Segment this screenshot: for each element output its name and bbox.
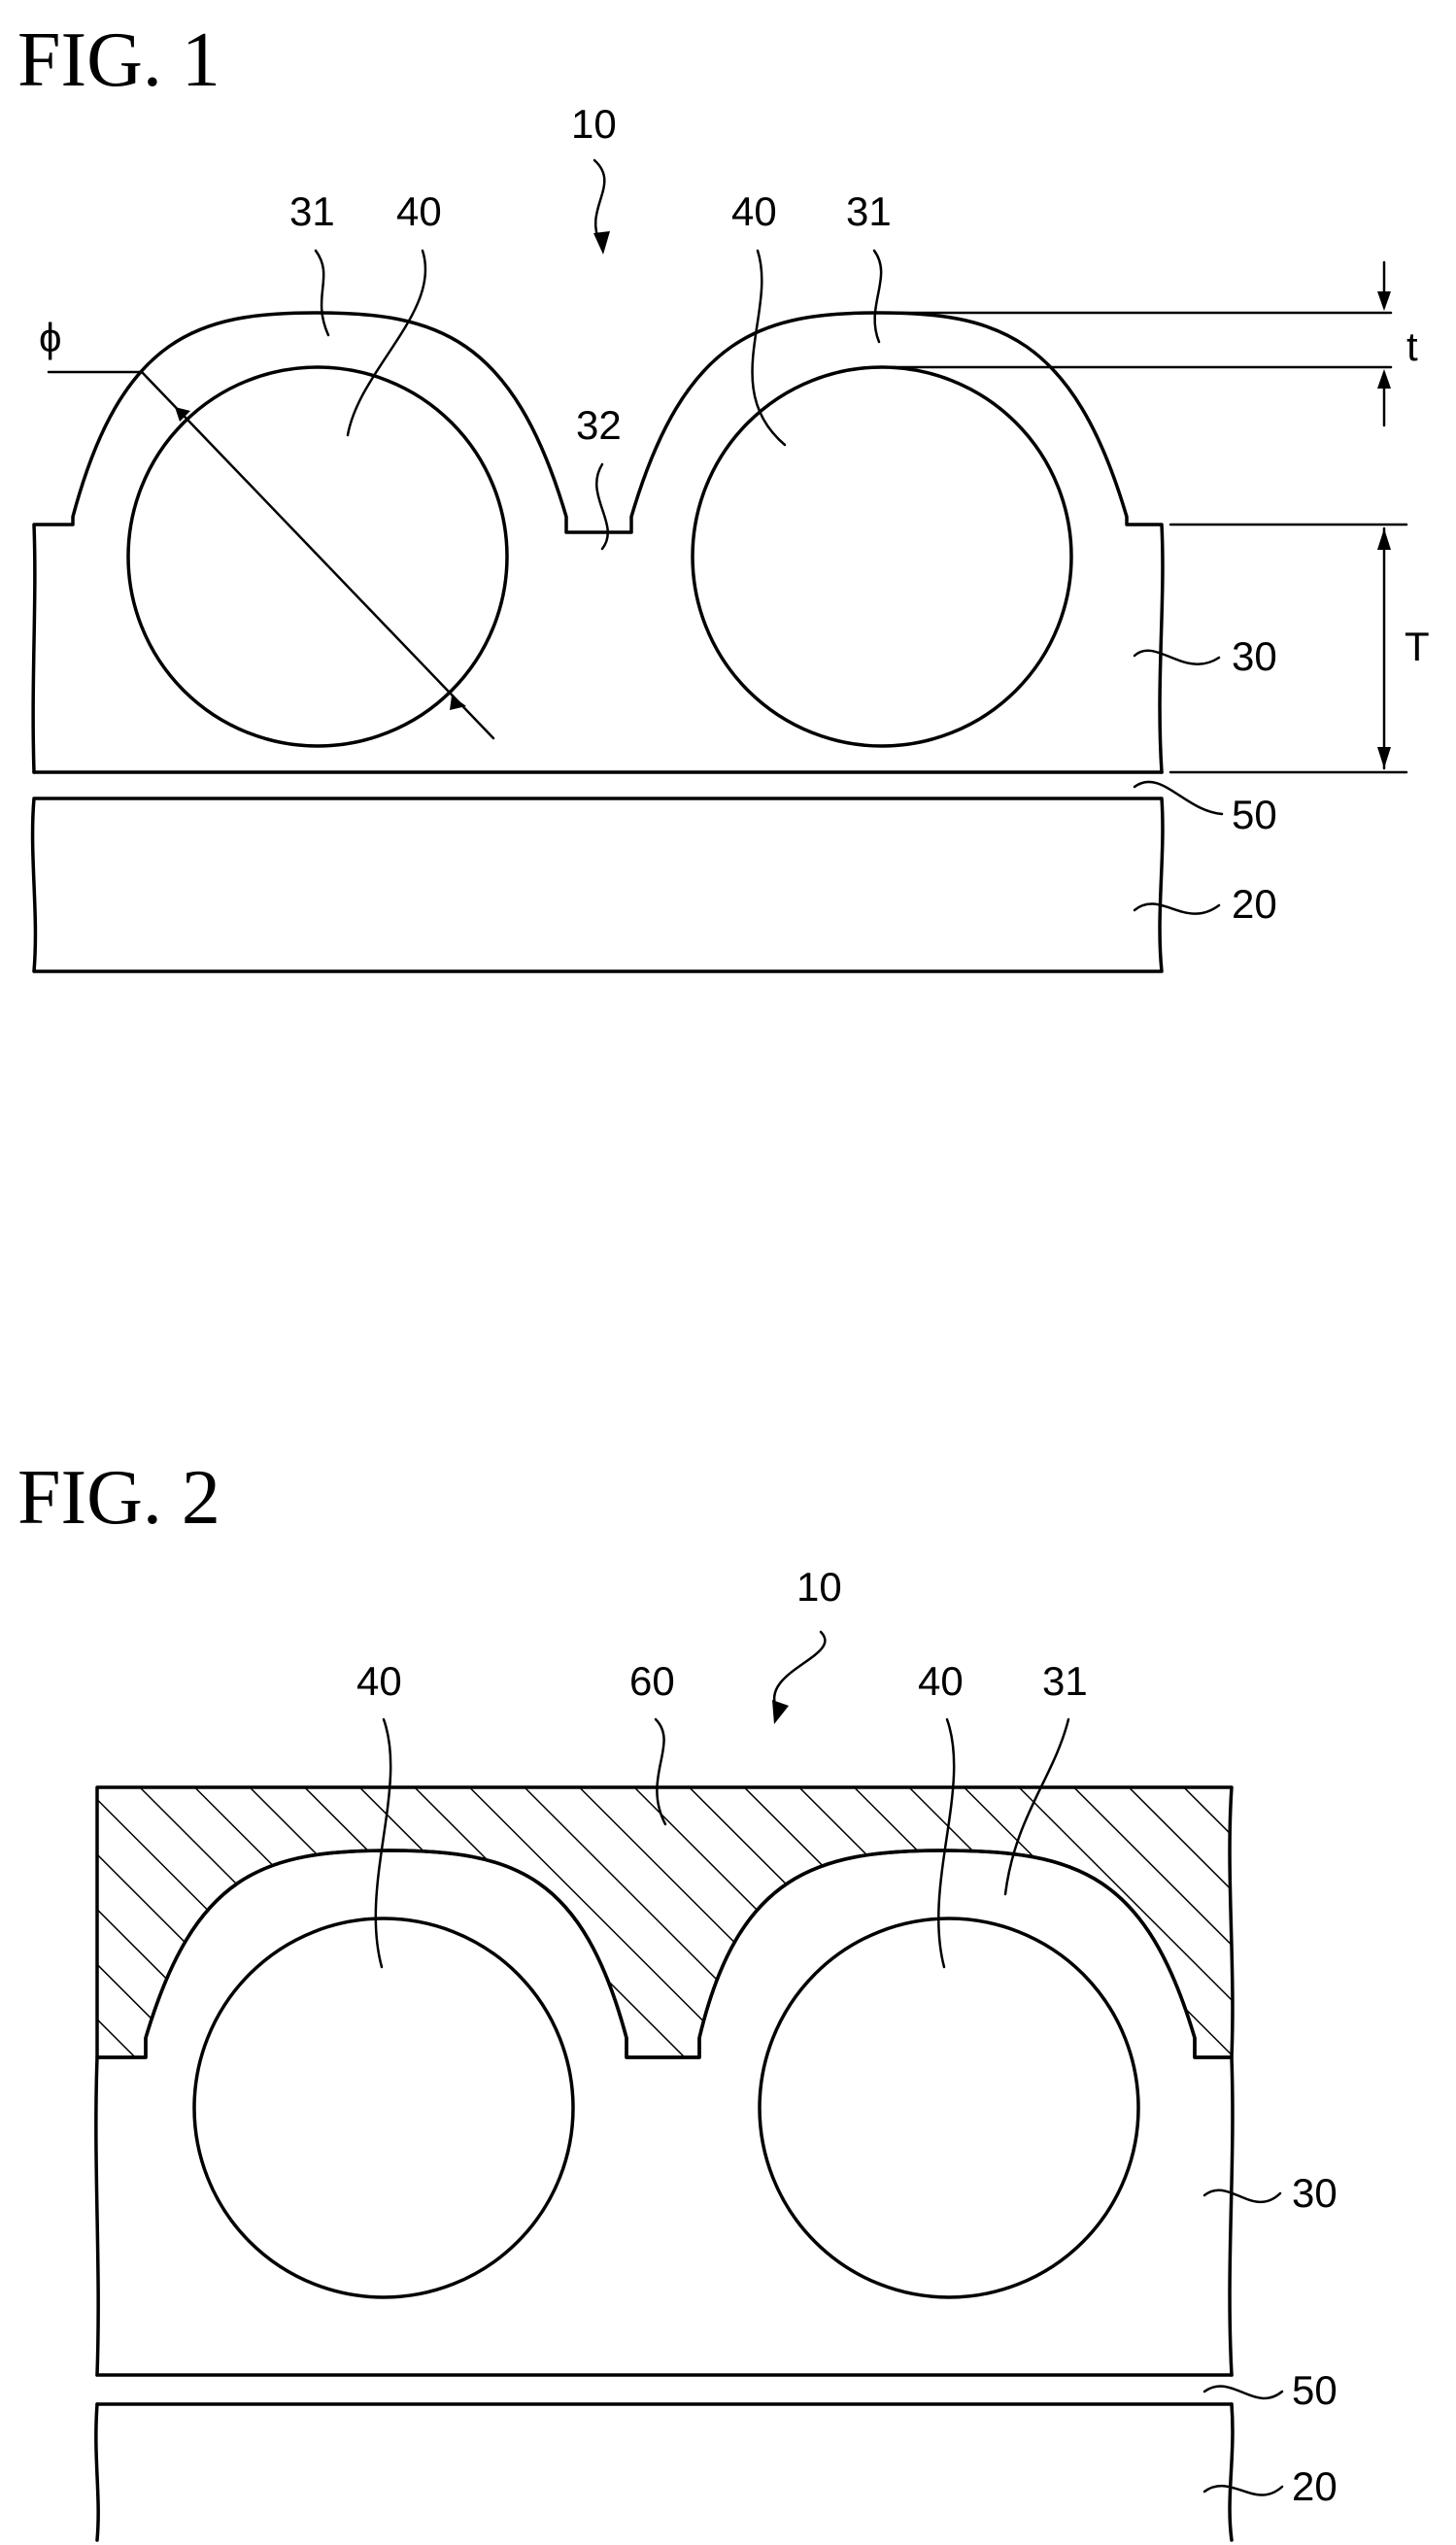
fig1-leader-20: [1134, 903, 1219, 913]
fig2-label-10: 10: [796, 1564, 842, 1610]
fig1-leader-31-left: [316, 251, 328, 335]
fig1-label-50: 50: [1232, 792, 1277, 837]
fig1-label-phi: ϕ: [39, 315, 62, 360]
fig2-label-31: 31: [1042, 1658, 1088, 1704]
figure-2: FIG. 2 10 40 60 40 31 30 50 20: [17, 1455, 1337, 2540]
fig1-label-31-right: 31: [846, 188, 892, 234]
fig1-T-arrow-up: [1377, 528, 1391, 550]
fig2-label-20: 20: [1292, 2463, 1337, 2509]
fig1-label-10: 10: [571, 101, 617, 147]
fig1-substrate-20: [33, 798, 1163, 971]
fig2-leader-20: [1204, 2486, 1282, 2494]
fig1-label-40-right: 40: [731, 188, 777, 234]
fig1-fiber-right: [693, 367, 1071, 746]
fig2-filler-60: [97, 1787, 1233, 2057]
fig1-leader-40-left: [348, 251, 425, 435]
figure-1: FIG. 1 ϕ t: [17, 17, 1430, 971]
fig1-resin-layer-30: [33, 313, 1163, 772]
fig2-label-30: 30: [1292, 2170, 1337, 2216]
fig2-fiber-right: [760, 1918, 1138, 2297]
fig1-label-40-left: 40: [396, 188, 442, 234]
fig2-label-40-left: 40: [356, 1658, 402, 1704]
fig1-phi-dimension-line: [142, 372, 493, 738]
fig1-assembly-arrowhead: [593, 231, 610, 254]
fig2-label-60: 60: [629, 1658, 675, 1704]
fig1-label-31-left: 31: [289, 188, 335, 234]
fig1-label-20: 20: [1232, 881, 1277, 927]
fig1-label-30: 30: [1232, 633, 1277, 679]
fig2-assembly-arrowhead: [772, 1700, 789, 1724]
fig2-substrate-20: [96, 2404, 1233, 2540]
fig1-assembly-arrow: [594, 160, 604, 243]
fig2-fiber-left: [194, 1918, 573, 2297]
fig1-label-T: T: [1405, 624, 1430, 669]
fig2-assembly-arrow: [774, 1632, 825, 1710]
fig1-leader-30: [1134, 651, 1219, 664]
fig1-t-arrow-down: [1377, 291, 1391, 311]
fig2-label-50: 50: [1292, 2367, 1337, 2413]
figure-2-title: FIG. 2: [17, 1455, 220, 1541]
fig1-leader-32: [596, 464, 608, 549]
fig1-label-32: 32: [576, 402, 622, 448]
fig2-leader-50: [1204, 2387, 1282, 2398]
figure-1-title: FIG. 1: [17, 17, 220, 103]
fig1-t-arrow-up: [1377, 369, 1391, 389]
fig1-leader-31-right: [874, 251, 881, 342]
fig1-label-t: t: [1406, 323, 1418, 369]
fig2-leader-30: [1204, 2190, 1280, 2202]
fig1-T-arrow-down: [1377, 747, 1391, 768]
fig2-label-40-right: 40: [918, 1658, 964, 1704]
